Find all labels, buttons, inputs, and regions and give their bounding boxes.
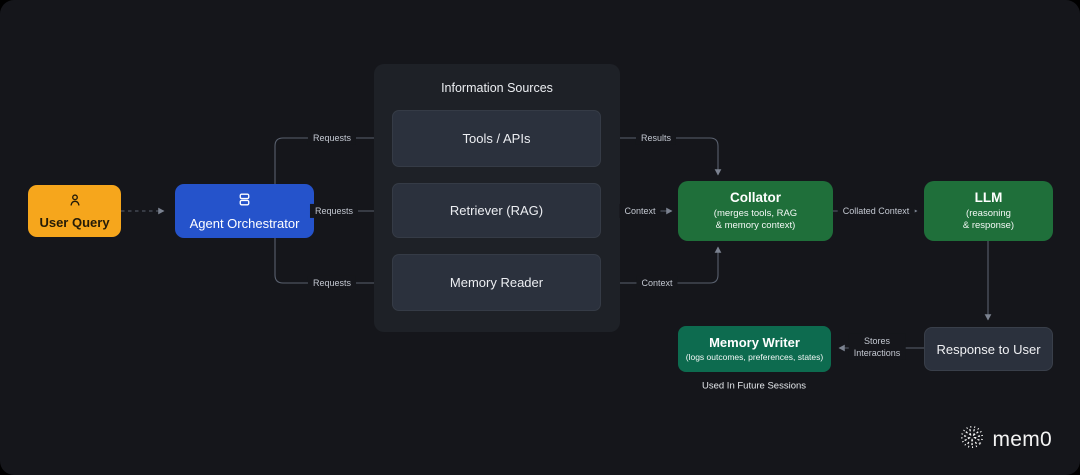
- collator-subtitle-line2: & memory context): [715, 220, 796, 231]
- retriever-rag-label: Retriever (RAG): [449, 203, 544, 218]
- node-collator: Collator (merges tools, RAG & memory con…: [678, 181, 833, 241]
- llm-title: LLM: [974, 189, 1003, 205]
- edge-label-context-bottom: Context: [636, 275, 678, 291]
- memory-reader-label: Memory Reader: [449, 275, 544, 290]
- edge-label-stores-interactions: Stores Interactions: [848, 333, 906, 361]
- node-memory-reader: Memory Reader: [392, 254, 601, 311]
- llm-subtitle-line1: (reasoning: [966, 207, 1011, 219]
- mem0-dot-logo-icon: [959, 424, 985, 455]
- response-to-user-label: Response to User: [936, 341, 1041, 357]
- collator-title: Collator: [729, 189, 781, 205]
- stores-line2: Interactions: [853, 348, 901, 358]
- node-memory-writer: Memory Writer (logs outcomes, preference…: [678, 326, 831, 372]
- node-user-query: User Query: [28, 185, 121, 237]
- node-llm: LLM (reasoning & response): [924, 181, 1053, 241]
- agent-orchestrator-label: Agent Orchestrator: [189, 215, 300, 231]
- tools-apis-label: Tools / APIs: [462, 131, 531, 146]
- edge-label-collated-context: Collated Context: [837, 203, 915, 219]
- caption-used-in-future-sessions: Used In Future Sessions: [701, 380, 807, 392]
- edge-label-requests-mid: Requests: [309, 203, 359, 219]
- edge-label-context-mid: Context: [619, 203, 661, 219]
- node-tools-apis: Tools / APIs: [392, 110, 601, 167]
- stores-line1: Stores: [863, 335, 890, 346]
- user-query-label: User Query: [39, 214, 110, 230]
- node-response-to-user: Response to User: [924, 327, 1053, 371]
- stack-icon: [235, 191, 254, 213]
- brand-mem0: mem0: [959, 424, 1052, 455]
- edge-label-requests-top: Requests: [307, 130, 357, 146]
- llm-subtitle-line2: & response): [962, 220, 1015, 231]
- information-sources-title: Information Sources: [441, 81, 553, 95]
- memory-writer-subtitle: (logs outcomes, preferences, states): [685, 351, 824, 362]
- memory-writer-title: Memory Writer: [709, 334, 800, 350]
- person-icon: [67, 192, 83, 213]
- information-sources-panel: Information Sources Tools / APIs Retriev…: [374, 64, 620, 332]
- node-agent-orchestrator: Agent Orchestrator: [175, 184, 314, 238]
- collator-subtitle-line1: (merges tools, RAG: [713, 207, 798, 219]
- edge-label-requests-bottom: Requests: [307, 275, 357, 291]
- node-retriever-rag: Retriever (RAG): [392, 183, 601, 238]
- edge-label-results: Results: [635, 130, 677, 146]
- brand-name: mem0: [992, 427, 1052, 451]
